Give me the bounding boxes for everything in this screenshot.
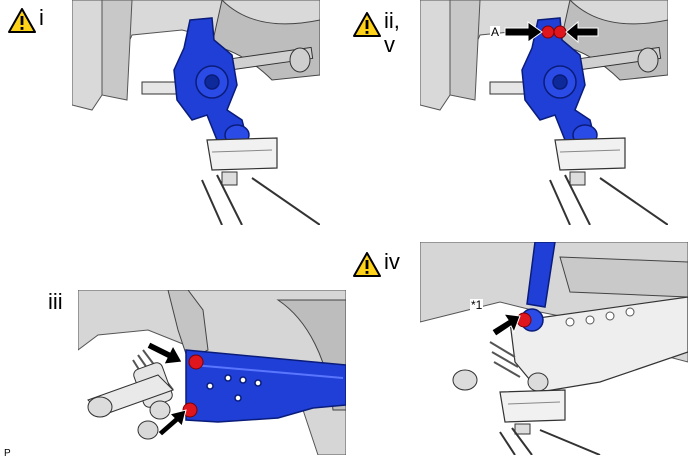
callout-star1: *1 xyxy=(470,298,484,312)
illustration-step-iv xyxy=(420,242,688,455)
bolt-highlight xyxy=(182,354,204,418)
black-pointer-arrow-icon xyxy=(504,21,543,43)
steering-knuckle-highlight xyxy=(521,17,598,151)
callout-a: A xyxy=(490,25,501,39)
rear-crossmember-highlight xyxy=(185,349,346,423)
bolt-highlight xyxy=(516,312,532,328)
steering-knuckle-highlight xyxy=(173,17,250,151)
warning-triangle-icon xyxy=(353,252,381,277)
step-label-i: i xyxy=(39,5,44,30)
black-pointer-arrow-icon xyxy=(146,341,183,365)
black-pointer-arrow-icon xyxy=(157,409,187,437)
bolt-highlight xyxy=(541,25,567,39)
black-pointer-arrow-icon xyxy=(491,313,521,337)
illustration-step-ii-v xyxy=(420,0,668,225)
step-label-ii-v: ii, v xyxy=(384,8,400,57)
black-pointer-arrow-icon xyxy=(565,20,599,44)
illustration-code: P xyxy=(4,448,11,459)
illustration-step-i xyxy=(72,0,320,225)
warning-triangle-icon xyxy=(353,12,381,37)
illustration-step-iii xyxy=(78,290,346,455)
step-label-iv: iv xyxy=(384,249,400,274)
warning-triangle-icon xyxy=(8,8,36,33)
step-label-iii: iii xyxy=(48,289,63,314)
